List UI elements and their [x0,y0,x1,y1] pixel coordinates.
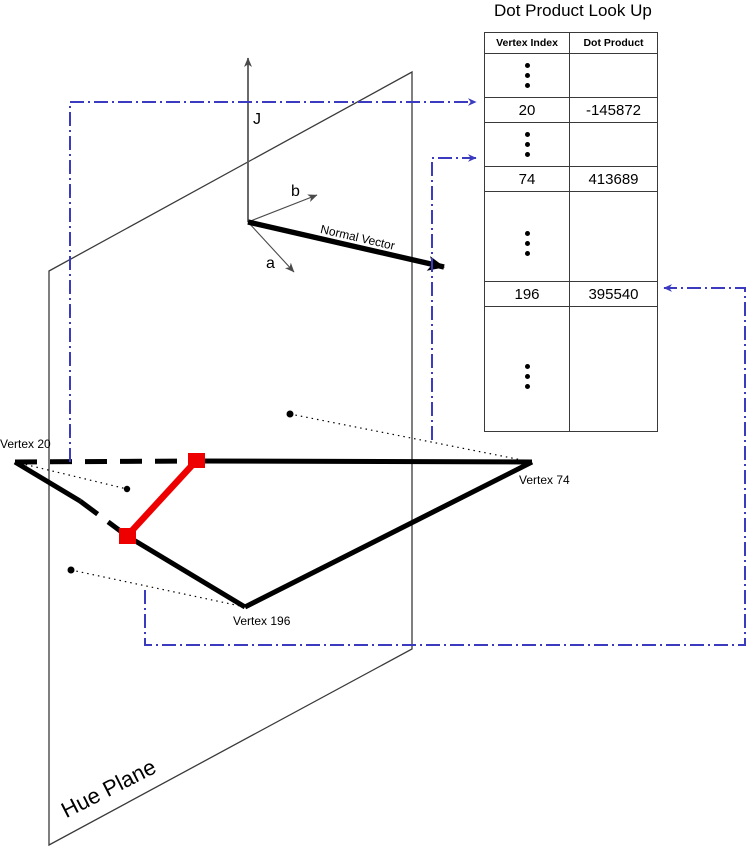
table-row: 74 413689 [484,166,658,192]
lookup-table-title: Dot Product Look Up [494,1,652,20]
table-row [484,122,658,167]
vertical-ellipsis-icon [485,63,569,88]
dot-product-cell: -145872 [569,97,658,123]
normal-vector-arrow [247,219,445,271]
vertex-20-label: Vertex 20 [0,437,51,451]
table-row [484,306,658,432]
table-row [484,191,658,282]
dot-product-cell: 413689 [569,166,658,192]
empty-cell [569,191,658,282]
table-header-row: Vertex Index Dot Product [484,32,658,54]
vertex-index-cell: 74 [484,166,570,192]
clipped-edge-highlight [119,453,205,544]
leader-lines [14,410,533,608]
vertical-ellipsis-icon [485,132,569,157]
vertex-index-cell: 20 [484,97,570,123]
table-row [484,53,658,98]
axis-label-j: J [253,111,261,128]
ellipsis-cell [484,306,570,432]
vertex-196-label: Vertex 196 [233,614,291,628]
vertex-74-label: Vertex 74 [519,473,570,487]
column-header-dot-product: Dot Product [569,32,658,54]
ellipsis-cell [484,122,570,167]
ellipsis-cell [484,191,570,282]
table-row: 20 -145872 [484,97,658,123]
axis-label-a: a [266,255,275,272]
mesh-triangle [13,458,534,610]
vertex-index-cell: 196 [484,281,570,307]
axis-a [247,221,295,273]
connector-vertex-74 [431,154,477,440]
connector-vertex-20 [69,98,477,462]
connector-vertex-196 [144,284,746,646]
mesh-triangle-hidden-edges [14,458,197,539]
empty-cell [569,122,658,167]
empty-cell [569,306,658,432]
hue-plane-outline [48,70,413,847]
table-row: 196 395540 [484,281,658,307]
vertical-ellipsis-icon [485,350,569,389]
axis-b [247,194,318,223]
vertical-ellipsis-icon [485,217,569,256]
dot-product-lookup-table: Vertex Index Dot Product 20 -145872 [484,32,658,432]
dot-product-cell: 395540 [569,281,658,307]
empty-cell [569,53,658,98]
column-header-vertex-index: Vertex Index [484,32,570,54]
axis-label-b: b [291,183,300,200]
ellipsis-cell [484,53,570,98]
